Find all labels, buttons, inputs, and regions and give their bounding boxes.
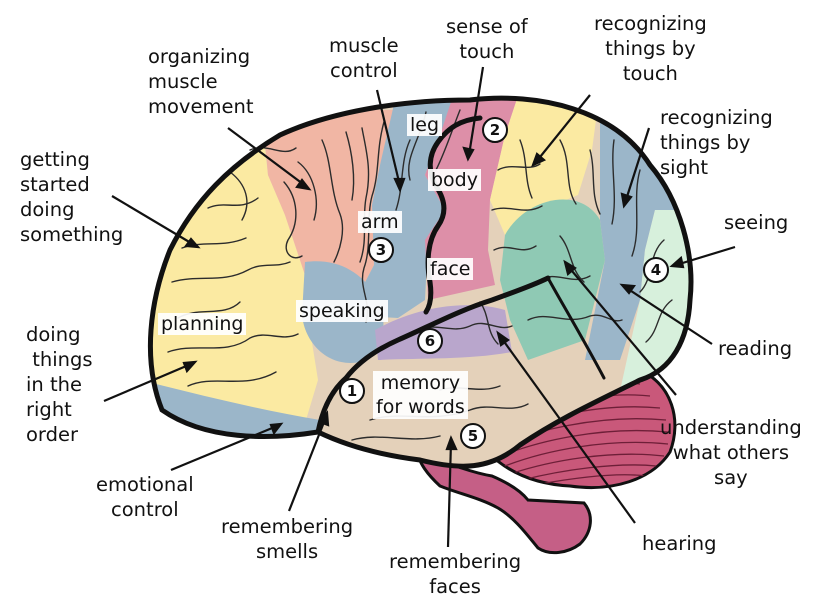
label-seeing: seeing xyxy=(724,210,788,235)
marker-3: 3 xyxy=(368,237,394,263)
label-recognizing-sight: recognizing things by sight xyxy=(660,105,773,180)
label-organizing-muscle-movement: organizing muscle movement xyxy=(148,44,253,119)
marker-2: 2 xyxy=(482,117,508,143)
inner-label-body: body xyxy=(428,169,481,191)
label-remembering-faces: remembering faces xyxy=(389,549,521,599)
label-remembering-smells: remembering smells xyxy=(221,514,353,564)
marker-1: 1 xyxy=(339,378,365,404)
inner-label-speaking: speaking xyxy=(296,300,388,322)
inner-label-memory-for-words: memory for words xyxy=(373,371,468,419)
label-recognizing-touch: recognizing things by touch xyxy=(594,11,707,86)
inner-label-planning: planning xyxy=(158,313,246,335)
label-emotional-control: emotional control xyxy=(96,472,194,522)
label-understanding: understanding what others say xyxy=(660,415,802,490)
marker-5: 5 xyxy=(460,423,486,449)
label-hearing: hearing xyxy=(642,531,716,556)
inner-label-arm: arm xyxy=(358,211,402,233)
label-doing-things-in-order: doing things in the right order xyxy=(26,322,93,447)
inner-label-leg: leg xyxy=(407,114,442,136)
label-getting-started: getting started doing something xyxy=(20,147,123,247)
label-muscle-control: muscle control xyxy=(329,33,399,83)
marker-6: 6 xyxy=(417,328,443,354)
inner-label-face: face xyxy=(427,258,473,280)
marker-4: 4 xyxy=(643,257,669,283)
label-reading: reading xyxy=(718,336,792,361)
label-sense-of-touch: sense of touch xyxy=(446,14,528,64)
